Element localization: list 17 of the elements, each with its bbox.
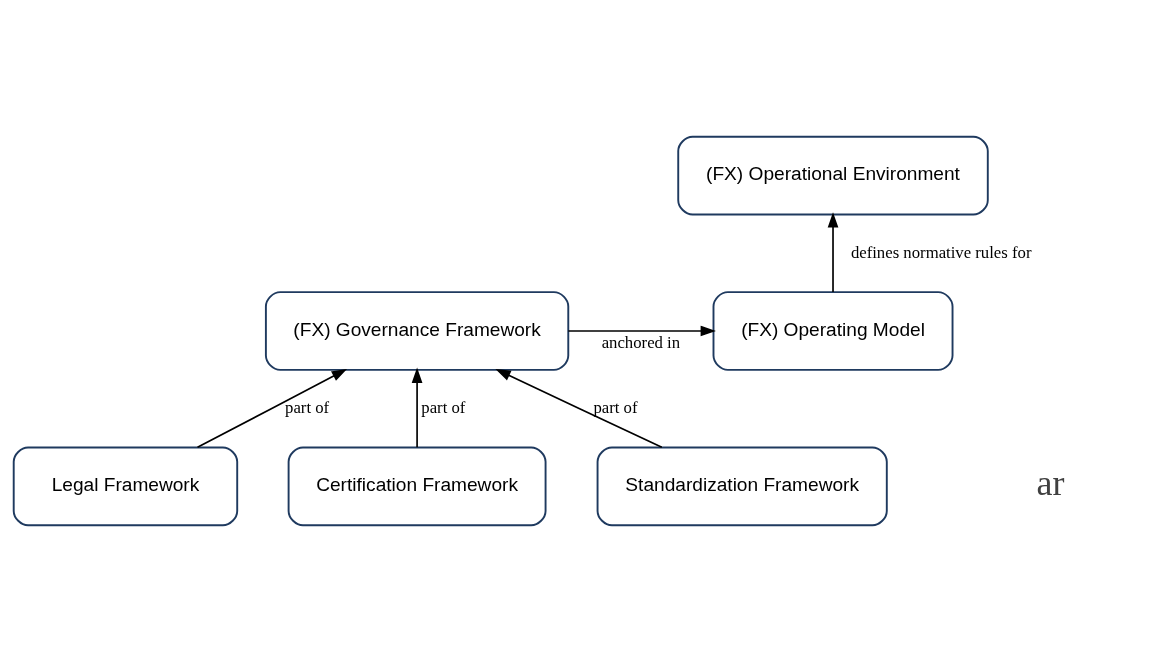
arrow	[567, 325, 716, 337]
node-box: (FX) Operational Environment	[677, 135, 989, 216]
arrow	[827, 212, 839, 293]
node-box: Legal Framework	[12, 446, 239, 527]
label: ar	[1036, 463, 1065, 504]
node-box: Certification Framework	[287, 446, 547, 527]
edge-label: defines normative rules for	[850, 242, 1032, 262]
edge-label: anchored in	[601, 332, 681, 352]
arrow	[196, 368, 348, 449]
edge-label: part of	[285, 398, 330, 418]
node-box: Standardization Framework	[596, 446, 888, 527]
arrow	[495, 369, 663, 449]
edge-label: part of	[421, 398, 466, 418]
node-box: (FX) Governance Framework	[264, 291, 570, 371]
node-box: (FX) Operating Model	[712, 291, 954, 371]
arrow	[411, 367, 423, 449]
edge-label: part of	[593, 398, 638, 418]
